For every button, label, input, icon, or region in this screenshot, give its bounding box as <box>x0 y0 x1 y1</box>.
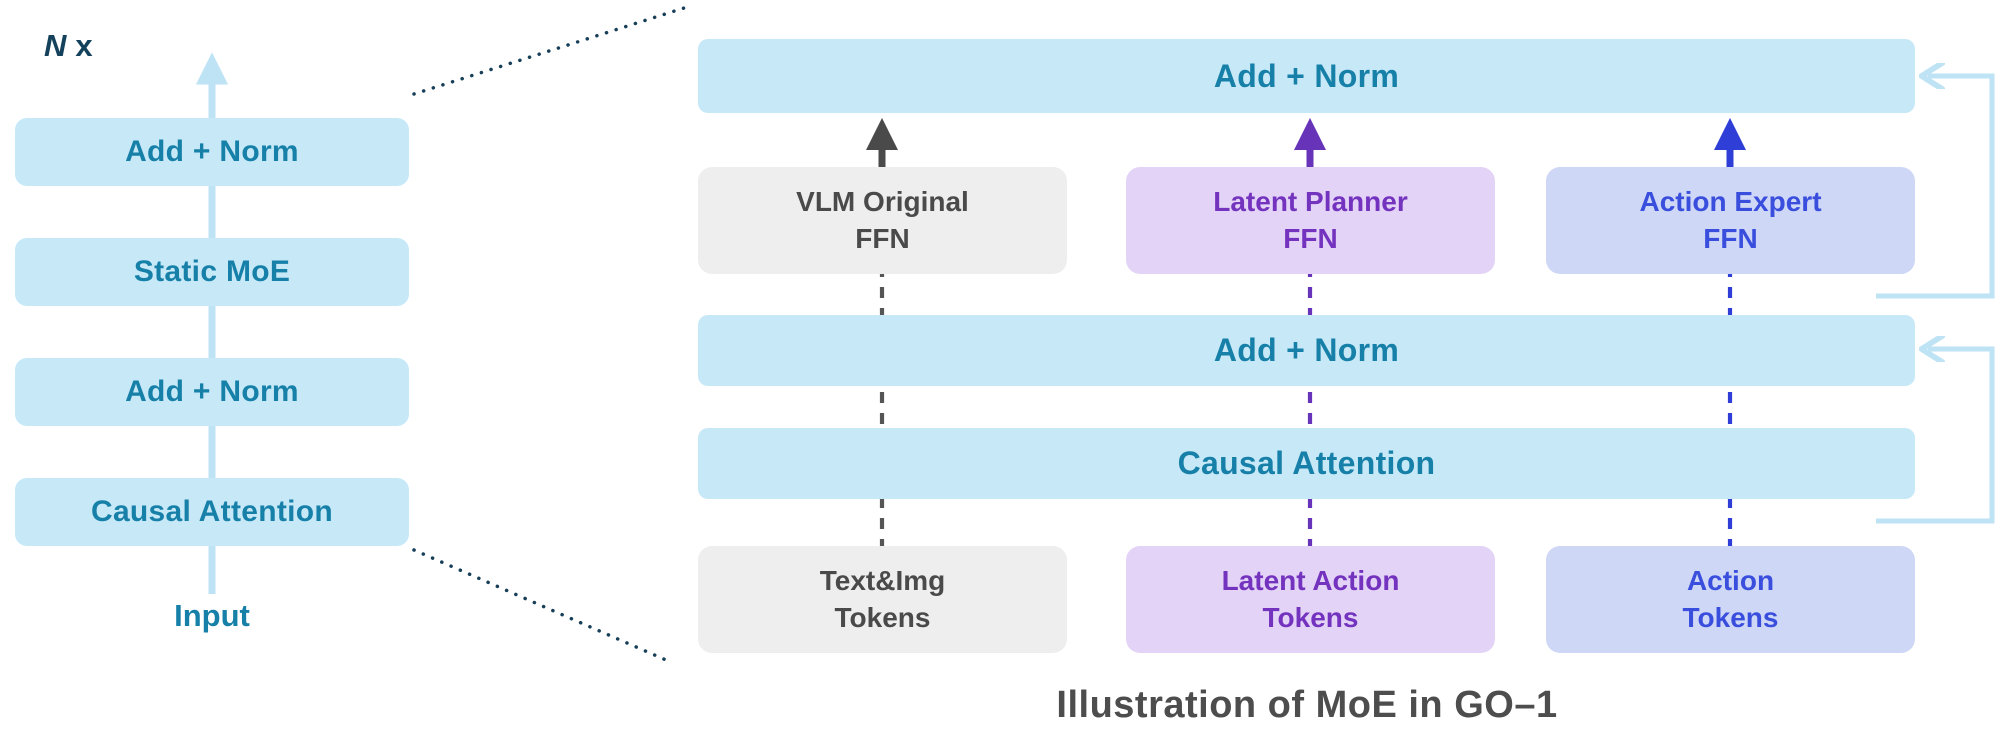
latent-planner-ffn-line1: Latent Planner <box>1213 185 1408 217</box>
vlm-original-ffn-line1: VLM Original <box>796 185 969 217</box>
textimg-tokens-box: Text&Img Tokens <box>698 546 1067 653</box>
action-expert-ffn-box: Action Expert FFN <box>1546 167 1915 274</box>
action-expert-ffn-line1: Action Expert <box>1639 185 1822 217</box>
left-block-causal-attention: Causal Attention <box>15 478 409 546</box>
causal-attention-bar: Causal Attention <box>698 428 1915 499</box>
residual-connection-bottom-arrow <box>1876 349 1995 524</box>
latent-action-tokens-line2: Tokens <box>1262 601 1359 633</box>
action-expert-ffn-line2: FFN <box>1703 222 1758 254</box>
textimg-tokens-line1: Text&Img <box>819 564 946 596</box>
latent-planner-ffn-box: Latent Planner FFN <box>1126 167 1495 274</box>
repeat-n-label: N <box>44 28 67 63</box>
textimg-tokens-line2: Tokens <box>834 601 931 633</box>
left-block-static-moe: Static MoE <box>15 238 409 306</box>
top-addnorm-bar: Add + Norm <box>698 39 1915 113</box>
action-tokens-line2: Tokens <box>1682 601 1779 633</box>
latent-planner-ffn-line2: FFN <box>1283 222 1338 254</box>
zoom-guide-top-dotted-line <box>412 6 686 96</box>
input-label: Input <box>174 598 250 633</box>
mid-addnorm-bar: Add + Norm <box>698 315 1915 386</box>
zoom-guide-bottom-dotted-line <box>412 548 668 662</box>
vlm-original-ffn-box: VLM Original FFN <box>698 167 1067 274</box>
latent-action-tokens-line1: Latent Action <box>1221 564 1400 596</box>
left-block-addnorm-bottom: Add + Norm <box>15 358 409 426</box>
latent-action-tokens-box: Latent Action Tokens <box>1126 546 1495 653</box>
vlm-original-ffn-line2: FFN <box>855 222 910 254</box>
figure-caption: Illustration of MoE in GO–1 <box>1056 684 1558 726</box>
residual-connection-top-arrow <box>1876 76 1995 299</box>
action-tokens-line1: Action <box>1686 564 1775 596</box>
repeat-times-label: x <box>75 28 93 63</box>
left-block-addnorm-top: Add + Norm <box>15 118 409 186</box>
action-tokens-box: Action Tokens <box>1546 546 1915 653</box>
